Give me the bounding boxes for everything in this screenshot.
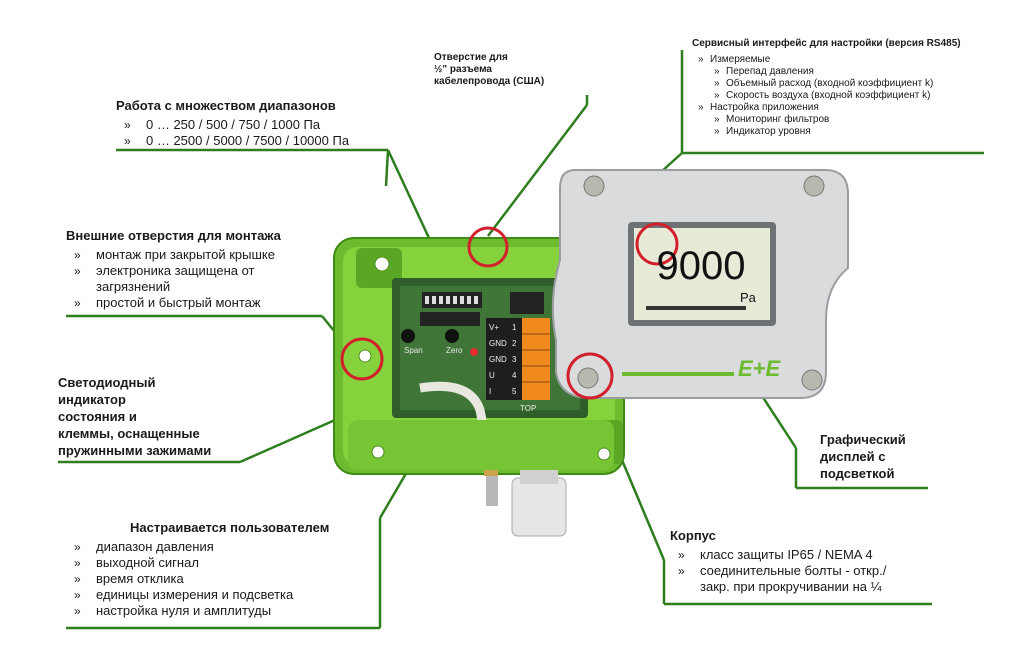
list-item: Индикатор уровня bbox=[692, 126, 1012, 138]
display-unit: Pa bbox=[740, 290, 756, 305]
list-item: закр. при прокручивании на ¼ bbox=[700, 579, 882, 594]
display-note: Графический дисплей с подсветкой bbox=[820, 431, 940, 482]
list-item: Объемный расход (входной коэффициент k) bbox=[692, 78, 1012, 90]
led-line: пружинными зажимами bbox=[58, 443, 212, 458]
display-note-line: подсветкой bbox=[820, 466, 895, 481]
ranges-title: Работа с множеством диапазонов bbox=[116, 98, 336, 113]
terminal-number: 4 bbox=[512, 371, 517, 380]
led-line: индикатор bbox=[58, 392, 126, 407]
terminal-label: GND bbox=[489, 339, 507, 348]
list-item: 0 … 250 / 500 / 750 / 1000 Па bbox=[116, 117, 396, 133]
list-item: Мониторинг фильтров bbox=[692, 114, 1012, 126]
mounting-block: Внешние отверстия для монтажа монтаж при… bbox=[66, 228, 326, 311]
ranges-block: Работа с множеством диапазонов 0 … 250 /… bbox=[116, 98, 396, 149]
top-label: TOP bbox=[520, 404, 537, 413]
list-item: простой и быстрый монтаж bbox=[66, 295, 326, 311]
display-note-line: Графический bbox=[820, 432, 906, 447]
service-list: Измеряемые Перепад давления Объемный рас… bbox=[692, 54, 1012, 138]
led-line: Светодиодный bbox=[58, 375, 156, 390]
led-line: клеммы, оснащенные bbox=[58, 426, 200, 441]
terminal-label: U bbox=[489, 371, 495, 380]
housing-body bbox=[333, 237, 625, 475]
list-item: монтаж при закрытой крышке bbox=[66, 247, 326, 263]
leader-mounting bbox=[321, 315, 357, 359]
housing-block: Корпус класс защиты IP65 / NEMA 4 соедин… bbox=[670, 528, 950, 595]
led-line: состояния и bbox=[58, 409, 137, 424]
list-item: электроника защищена от bbox=[66, 263, 326, 279]
pressure-tube bbox=[419, 381, 495, 461]
conduit-line: Отверстие для bbox=[434, 52, 508, 63]
conduit-line: кабелепровода (США) bbox=[434, 76, 545, 87]
span-label: Span bbox=[404, 346, 423, 355]
service-title: Сервисный интерфейс для настройки (верси… bbox=[692, 38, 961, 49]
list-item: соединительные болты - откр./ bbox=[670, 563, 950, 579]
terminal-number: 1 bbox=[512, 323, 517, 332]
housing-title: Корпус bbox=[670, 528, 716, 543]
terminal-number: 3 bbox=[512, 355, 517, 364]
terminal-label: I bbox=[489, 387, 492, 396]
led-note: Светодиодный индикатор состояния и клемм… bbox=[58, 374, 258, 459]
terminal-number: 2 bbox=[512, 339, 517, 348]
user-config-block: Настраивается пользователем диапазон дав… bbox=[66, 520, 386, 619]
conduit-line: ½" разъема bbox=[434, 64, 492, 75]
conduit-note: Отверстие для ½" разъема кабелепровода (… bbox=[434, 52, 544, 88]
list-item: класс защиты IP65 / NEMA 4 bbox=[670, 547, 950, 563]
list-item: время отклика bbox=[66, 571, 386, 587]
terminal-numbers: 1 2 3 4 5 bbox=[512, 320, 522, 400]
list-item: настройка нуля и амплитуды bbox=[66, 603, 386, 619]
mounting-list: монтаж при закрытой крышке электроника з… bbox=[66, 247, 326, 311]
terminal-labels: V+ GND GND U I bbox=[489, 320, 521, 400]
list-item: единицы измерения и подсветка bbox=[66, 587, 386, 603]
leader-ranges bbox=[386, 149, 472, 327]
display-value: 9000 bbox=[656, 244, 746, 288]
list-item: Измеряемые bbox=[692, 54, 1012, 66]
display-note-line: дисплей с bbox=[820, 449, 886, 464]
spring-terminals bbox=[522, 318, 550, 400]
hose-barb bbox=[486, 476, 498, 506]
list-item: загрязнений bbox=[96, 279, 171, 294]
housing-list: класс защиты IP65 / NEMA 4 соединительны… bbox=[670, 547, 950, 595]
list-item: Настройка приложения bbox=[692, 102, 1012, 114]
terminal-number: 5 bbox=[512, 387, 517, 396]
user-list: диапазон давления выходной сигнал время … bbox=[66, 539, 386, 619]
leader-led bbox=[239, 354, 481, 464]
list-item: диапазон давления bbox=[66, 539, 386, 555]
leader-user bbox=[378, 356, 476, 519]
zero-label: Zero bbox=[446, 346, 463, 355]
list-item: Скорость воздуха (входной коэффициент k) bbox=[692, 90, 1012, 102]
list-item: Перепад давления bbox=[692, 66, 1012, 78]
terminal-label: V+ bbox=[489, 323, 500, 332]
list-item: выходной сигнал bbox=[66, 555, 386, 571]
brand-logo: E+E bbox=[738, 356, 781, 381]
mounting-title: Внешние отверстия для монтажа bbox=[66, 228, 281, 243]
terminal-label: GND bbox=[489, 355, 507, 364]
list-item: 0 … 2500 / 5000 / 7500 / 10000 Па bbox=[116, 133, 396, 149]
leader-conduit bbox=[487, 104, 588, 237]
ranges-list: 0 … 250 / 500 / 750 / 1000 Па 0 … 2500 /… bbox=[116, 117, 396, 149]
user-title: Настраивается пользователем bbox=[130, 520, 330, 535]
leader-housing bbox=[588, 383, 666, 561]
service-interface-block: Сервисный интерфейс для настройки (верси… bbox=[692, 38, 1012, 138]
